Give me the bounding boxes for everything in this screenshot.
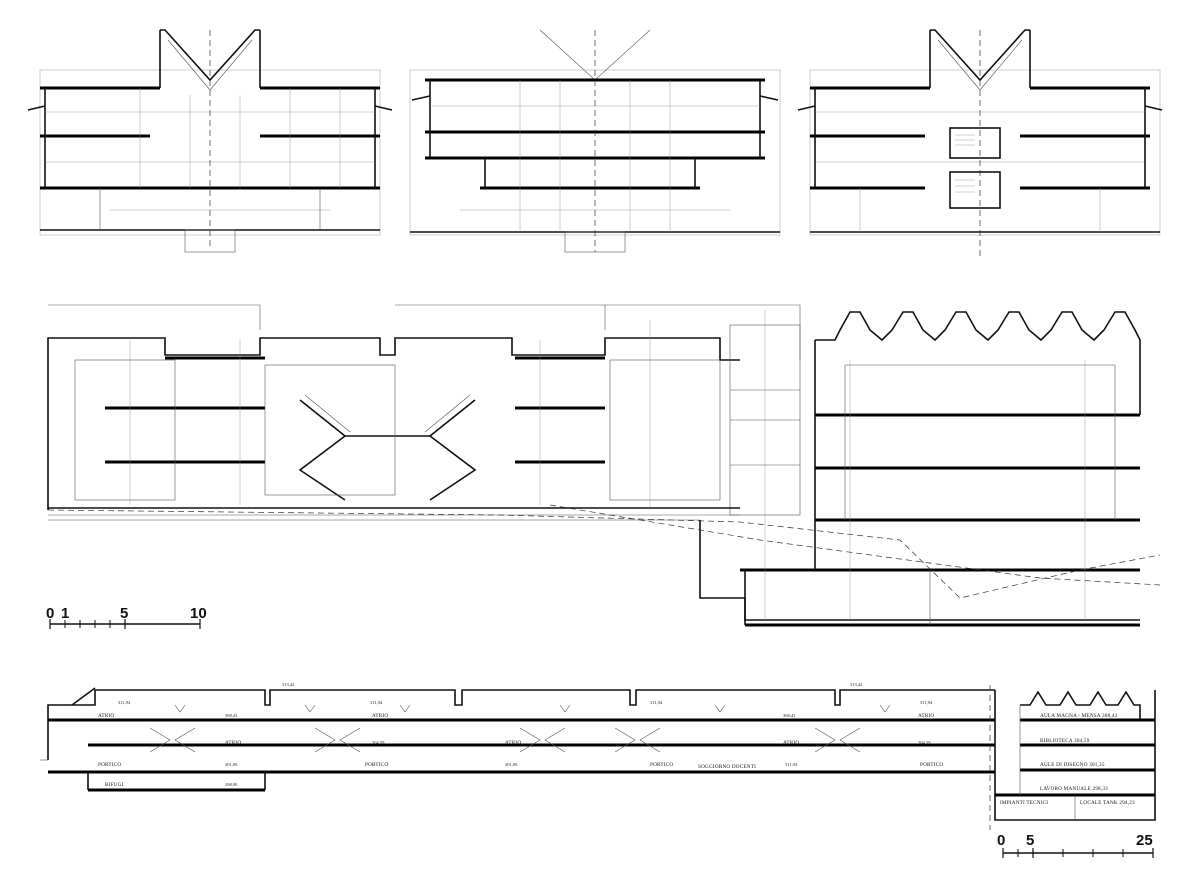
long-section-labels: ATRIO ATRIO ATRIO ATRIO ATRIO ATRIO PORT… <box>98 713 1135 806</box>
label-impianti-tecnici: IMPIANTI TECNICI <box>1000 800 1048 806</box>
elevation-12: 301,90 <box>505 762 518 768</box>
scale-large-tick-25: 25 <box>1136 832 1153 849</box>
elevation-7: 308,43 <box>225 713 238 719</box>
label-portico-1: PORTICO <box>98 762 121 768</box>
elevation-3: 311,94 <box>650 700 663 706</box>
label-rifugi: RIFUGI <box>105 782 124 788</box>
scale-small-tick-1: 1 <box>61 605 69 622</box>
label-atrio-2: ATRIO <box>225 740 241 746</box>
elevation-1: 313,42 <box>282 682 294 688</box>
cross-section-a <box>27 29 393 253</box>
elevation-9: 304,59 <box>372 740 385 746</box>
elevation-5: 311,94 <box>920 700 933 706</box>
elevation-2: 311,94 <box>370 700 383 706</box>
label-atrio-5: ATRIO <box>783 740 799 746</box>
label-aule-disegno: AULE DI DISEGNO 301,35 <box>1040 762 1105 768</box>
label-atrio-3: ATRIO <box>372 713 388 719</box>
long-section-elevations: 313,42 311,94 311,94 313,42 311,94 311,9… <box>118 682 933 788</box>
label-atrio-6: ATRIO <box>918 713 934 719</box>
elevation-13: 298,90 <box>225 782 238 788</box>
longitudinal-section-detail <box>47 304 1161 627</box>
cross-section-c <box>797 29 1163 260</box>
scale-bar-small: 0 1 5 10 <box>46 605 207 629</box>
label-soggiorno-docenti: SOGGIORNO DOCENTI <box>698 764 756 770</box>
label-locale-tank: LOCALE TANK 294,23 <box>1080 800 1135 806</box>
label-aula-magna: AULA MAGNA - MENSA 308,43 <box>1040 713 1118 719</box>
elevation-10: 304,59 <box>918 740 931 746</box>
elevation-8: 308,43 <box>783 713 796 719</box>
label-lavoro-manuale: LAVORO MANUALE 298,33 <box>1040 786 1108 792</box>
label-portico-4: PORTICO <box>920 762 943 768</box>
elevation-6: 311,94 <box>118 700 131 706</box>
label-portico-2: PORTICO <box>365 762 388 768</box>
elevation-4: 313,42 <box>850 682 862 688</box>
elevation-14: 311,94 <box>785 762 798 768</box>
cross-section-b <box>409 29 781 253</box>
scale-bar-large: 0 5 25 <box>997 832 1154 858</box>
label-atrio-1: ATRIO <box>98 713 114 719</box>
label-portico-3: PORTICO <box>650 762 673 768</box>
elevation-11: 301,90 <box>225 762 238 768</box>
label-atrio-4: ATRIO <box>505 740 521 746</box>
scale-small-tick-0: 0 <box>46 605 54 622</box>
longitudinal-section-full <box>40 685 1156 830</box>
scale-large-tick-5: 5 <box>1026 832 1034 849</box>
scale-large-tick-0: 0 <box>997 832 1005 849</box>
scale-small-tick-5: 5 <box>120 605 128 622</box>
label-biblioteca: BIBLIOTECA 304,59 <box>1040 738 1090 744</box>
scale-small-tick-10: 10 <box>190 605 207 622</box>
